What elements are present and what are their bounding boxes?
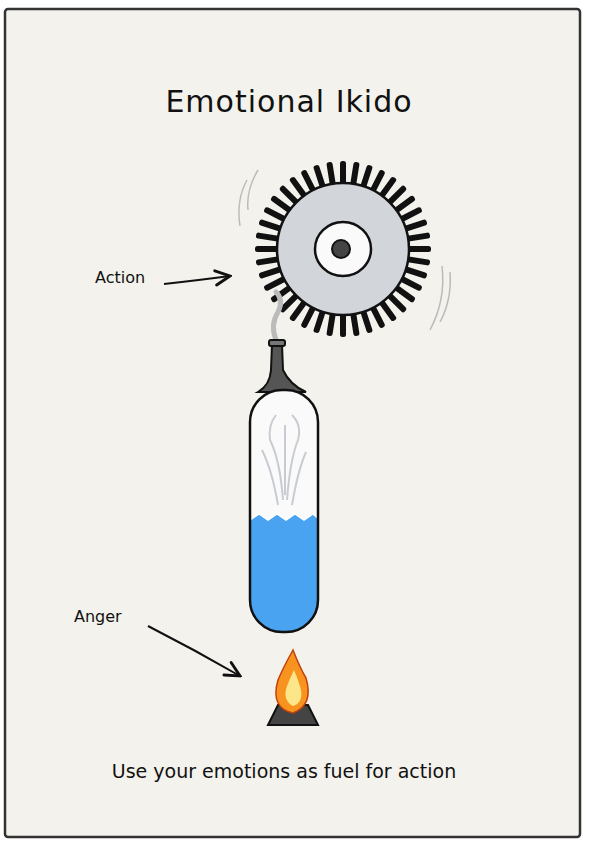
leader-arrow	[164, 276, 230, 284]
burner-flame	[268, 650, 318, 725]
title: Emotional Ikido	[165, 84, 412, 119]
turbine	[239, 161, 450, 337]
caption: Use your emotions as fuel for action	[112, 760, 456, 782]
part-label: Action	[95, 268, 145, 287]
frame	[5, 9, 580, 837]
leader-arrow	[148, 626, 240, 676]
part-label: Anger	[74, 607, 122, 626]
leader-arrows	[148, 276, 240, 676]
boiler-bottle	[248, 340, 320, 640]
steam-jet	[273, 292, 280, 340]
